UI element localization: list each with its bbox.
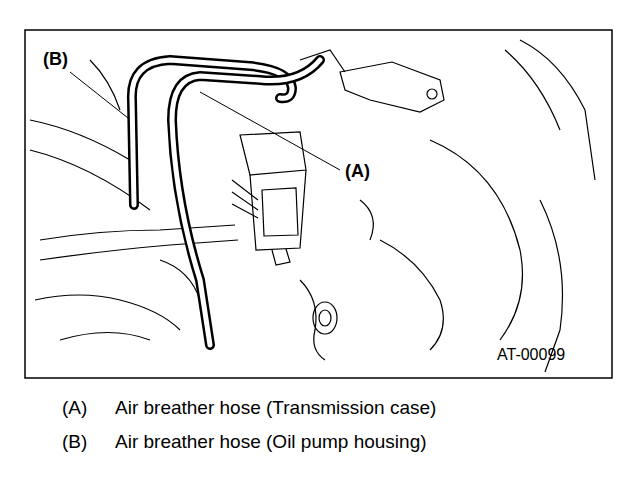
figure-code: AT-00099 — [497, 346, 565, 364]
key-letter: (A) — [62, 398, 87, 419]
key-description: Air breather hose (Transmission case) — [115, 398, 436, 419]
leader-lines — [70, 72, 340, 170]
background-parts — [30, 40, 595, 372]
callout-letter: (B) — [43, 50, 68, 70]
key-letter: (B) — [62, 432, 87, 453]
figure-frame — [25, 30, 612, 378]
callout-letter: (A) — [345, 162, 370, 182]
key-description: Air breather hose (Oil pump housing) — [115, 432, 427, 453]
air-breather-hoses — [132, 60, 320, 345]
